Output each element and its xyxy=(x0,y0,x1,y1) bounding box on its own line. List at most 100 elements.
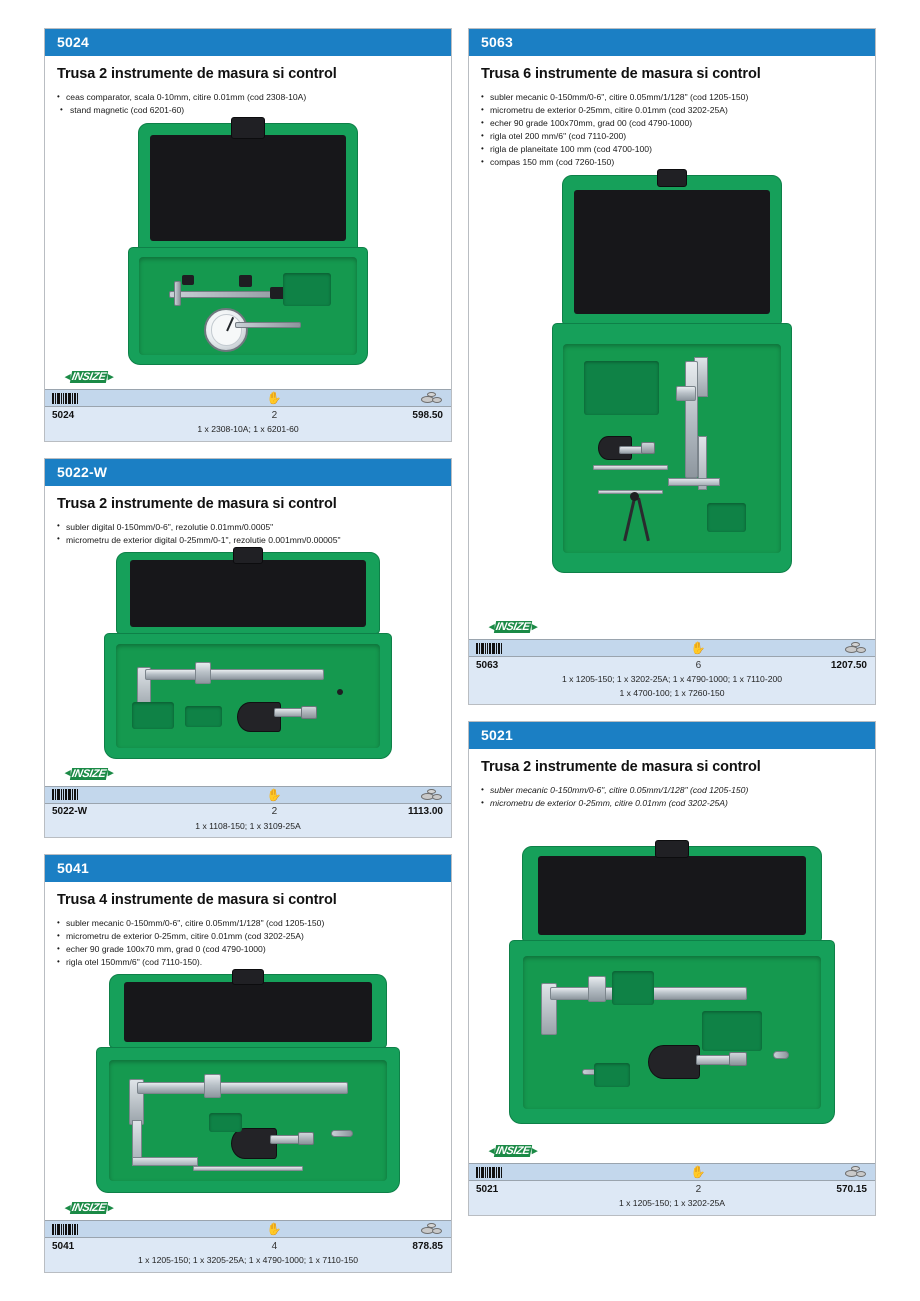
table-pieces: 2 xyxy=(271,806,278,818)
price-cell xyxy=(349,390,451,406)
product-title: Trusa 6 instrumente de masura si control xyxy=(481,66,761,82)
spec-item: micrometru de exterior 0-25mm, citire 0.… xyxy=(57,930,439,943)
product-code-header: 5024 xyxy=(45,29,451,56)
product-panel-5063[interactable]: 5063 Trusa 6 instrumente de masura si co… xyxy=(468,28,876,706)
barcode-icon xyxy=(476,642,502,654)
insize-logo: ◂ INSIZE ▸ xyxy=(65,370,114,384)
table-icon-row: ✋ xyxy=(469,640,875,658)
spec-item: echer 90 grade 100x70mm, grad 00 (cod 47… xyxy=(481,117,863,130)
table-code: 5022-W xyxy=(52,806,88,818)
coins-price-icon xyxy=(420,392,443,404)
spec-item: rigla de planeitate 100 mm (cod 4700-100… xyxy=(481,143,863,156)
table-value-row: 5022-W 2 1113.00 xyxy=(45,803,451,820)
barcode-icon xyxy=(52,789,78,801)
logo-arrow-right: ▸ xyxy=(107,767,114,780)
hand-pieces-icon: ✋ xyxy=(266,787,282,802)
spec-item: rigla otel 200 mm/6" (cod 7110-200) xyxy=(481,130,863,143)
table-code: 5041 xyxy=(52,1240,75,1252)
price-cell xyxy=(773,640,875,656)
hand-pieces-icon: ✋ xyxy=(690,1165,706,1180)
barcode-cell xyxy=(45,787,199,803)
table-contents-row: 1 x 1108-150; 1 x 3109-25A xyxy=(45,819,451,838)
logo-text: INSIZE xyxy=(494,621,533,634)
product-body: Trusa 4 instrumente de masura si control… xyxy=(45,882,451,1221)
table-price: 878.85 xyxy=(412,1240,443,1252)
spec-list: ceas comparator, scala 0-10mm, citire 0.… xyxy=(57,90,439,117)
barcode-cell xyxy=(469,640,623,656)
pieces-cell: ✋ xyxy=(199,787,349,803)
product-code-header: 5021 xyxy=(469,722,875,750)
table-pieces: 2 xyxy=(271,409,278,421)
spec-item: compas 150 mm (cod 7260-150) xyxy=(481,156,863,169)
spec-item: subler mecanic 0-150mm/0-6", citire 0.05… xyxy=(57,917,439,930)
barcode-cell xyxy=(45,1221,199,1237)
product-table: ✋ 5021 2 570.15 1 x 1205-150; 1 x 3202-2… xyxy=(469,1163,875,1215)
spec-item: stand magnetic (cod 6201-60) xyxy=(57,104,439,117)
product-panel-5022-w[interactable]: 5022-W Trusa 2 instrumente de masura si … xyxy=(44,457,452,839)
product-code-header: 5041 xyxy=(45,855,451,883)
right-column: 5063 Trusa 6 instrumente de masura si co… xyxy=(468,28,876,1216)
logo-text: INSIZE xyxy=(70,371,109,384)
product-title: Trusa 2 instrumente de masura si control xyxy=(57,66,337,82)
product-panel-5041[interactable]: 5041 Trusa 4 instrumente de masura si co… xyxy=(44,854,452,1273)
logo-arrow-left: ◂ xyxy=(65,1201,71,1214)
pieces-cell: ✋ xyxy=(623,1164,773,1180)
barcode-icon xyxy=(476,1166,502,1178)
product-photo: ◂ INSIZE ▸ xyxy=(481,169,863,640)
logo-arrow-right: ▸ xyxy=(531,620,538,633)
table-price: 1113.00 xyxy=(407,806,443,818)
logo-arrow-left: ◂ xyxy=(65,767,71,780)
contents-line: 1 x 1205-150; 1 x 3202-25A; 1 x 4790-100… xyxy=(561,674,783,685)
pieces-cell: ✋ xyxy=(199,1221,349,1237)
logo-text: INSIZE xyxy=(494,1145,533,1158)
product-table: ✋ 5041 4 878.85 1 x 1205-150; 1 x 3205-2… xyxy=(45,1220,451,1272)
insize-logo: ◂ INSIZE ▸ xyxy=(489,620,538,634)
barcode-icon xyxy=(52,392,78,404)
hand-pieces-icon: ✋ xyxy=(690,641,706,656)
table-value-row: 5063 6 1207.50 xyxy=(469,657,875,674)
pieces-cell: ✋ xyxy=(623,640,773,656)
barcode-cell xyxy=(45,390,199,406)
table-contents-row: 1 x 1205-150; 1 x 3205-25A; 1 x 4790-100… xyxy=(45,1254,451,1272)
spec-item: ceas comparator, scala 0-10mm, citire 0.… xyxy=(57,90,439,104)
barcode-icon xyxy=(52,1223,78,1235)
table-price: 570.15 xyxy=(836,1183,867,1195)
spec-item: micrometru de exterior digital 0-25mm/0-… xyxy=(57,533,439,547)
left-column: 5024 Trusa 2 instrumente de masura si co… xyxy=(44,28,452,1273)
spec-list: subler mecanic 0-150mm/0-6", citire 0.05… xyxy=(57,917,439,969)
table-code: 5024 xyxy=(52,409,75,421)
spec-list: subler mecanic 0-150mm/0-6", citire 0.05… xyxy=(481,784,863,810)
product-photo: ◂ INSIZE ▸ xyxy=(57,969,439,1221)
price-cell xyxy=(349,1221,451,1237)
price-cell xyxy=(773,1164,875,1180)
logo-arrow-right: ▸ xyxy=(107,370,114,383)
product-table: ✋ 5022-W 2 1113.00 1 x 1108-150; 1 x 310… xyxy=(45,785,451,838)
logo-arrow-right: ▸ xyxy=(531,1144,538,1157)
table-pieces: 4 xyxy=(271,1240,278,1252)
spec-item: echer 90 grade 100x70 mm, grad 0 (cod 47… xyxy=(57,943,439,956)
product-body: Trusa 2 instrumente de masura si control… xyxy=(45,486,451,786)
table-icon-row: ✋ xyxy=(469,1164,875,1182)
logo-text: INSIZE xyxy=(70,767,109,780)
logo-arrow-left: ◂ xyxy=(489,1144,495,1157)
product-panel-5024[interactable]: 5024 Trusa 2 instrumente de masura si co… xyxy=(44,28,452,442)
spec-list: subler mecanic 0-150mm/0-6", citire 0.05… xyxy=(481,90,863,169)
product-code-header: 5063 xyxy=(469,29,875,56)
coins-price-icon xyxy=(844,1166,867,1178)
table-pieces: 6 xyxy=(695,659,702,671)
table-value-row: 5024 2 598.50 xyxy=(45,407,451,424)
product-title: Trusa 4 instrumente de masura si control xyxy=(57,892,337,909)
table-icon-row: ✋ xyxy=(45,786,451,804)
spec-item: subler mecanic 0-150mm/0-6", citire 0.05… xyxy=(481,90,863,104)
product-title: Trusa 2 instrumente de masura si control xyxy=(481,759,761,776)
insize-logo: ◂ INSIZE ▸ xyxy=(489,1144,538,1158)
pieces-cell: ✋ xyxy=(199,390,349,406)
product-title: Trusa 2 instrumente de masura si control xyxy=(57,495,337,512)
product-table: ✋ 5063 6 1207.50 1 x 1205-150; 1 x 3202-… xyxy=(469,639,875,705)
table-icon-row: ✋ xyxy=(45,1221,451,1239)
table-contents-row: 1 x 1205-150; 1 x 3202-25A xyxy=(469,1197,875,1215)
product-panel-5021[interactable]: 5021 Trusa 2 instrumente de masura si co… xyxy=(468,721,876,1216)
table-contents-row: 1 x 4700-100; 1 x 7260-150 xyxy=(469,686,875,705)
spec-list: subler digital 0-150mm/0-6", rezolutie 0… xyxy=(57,520,439,547)
